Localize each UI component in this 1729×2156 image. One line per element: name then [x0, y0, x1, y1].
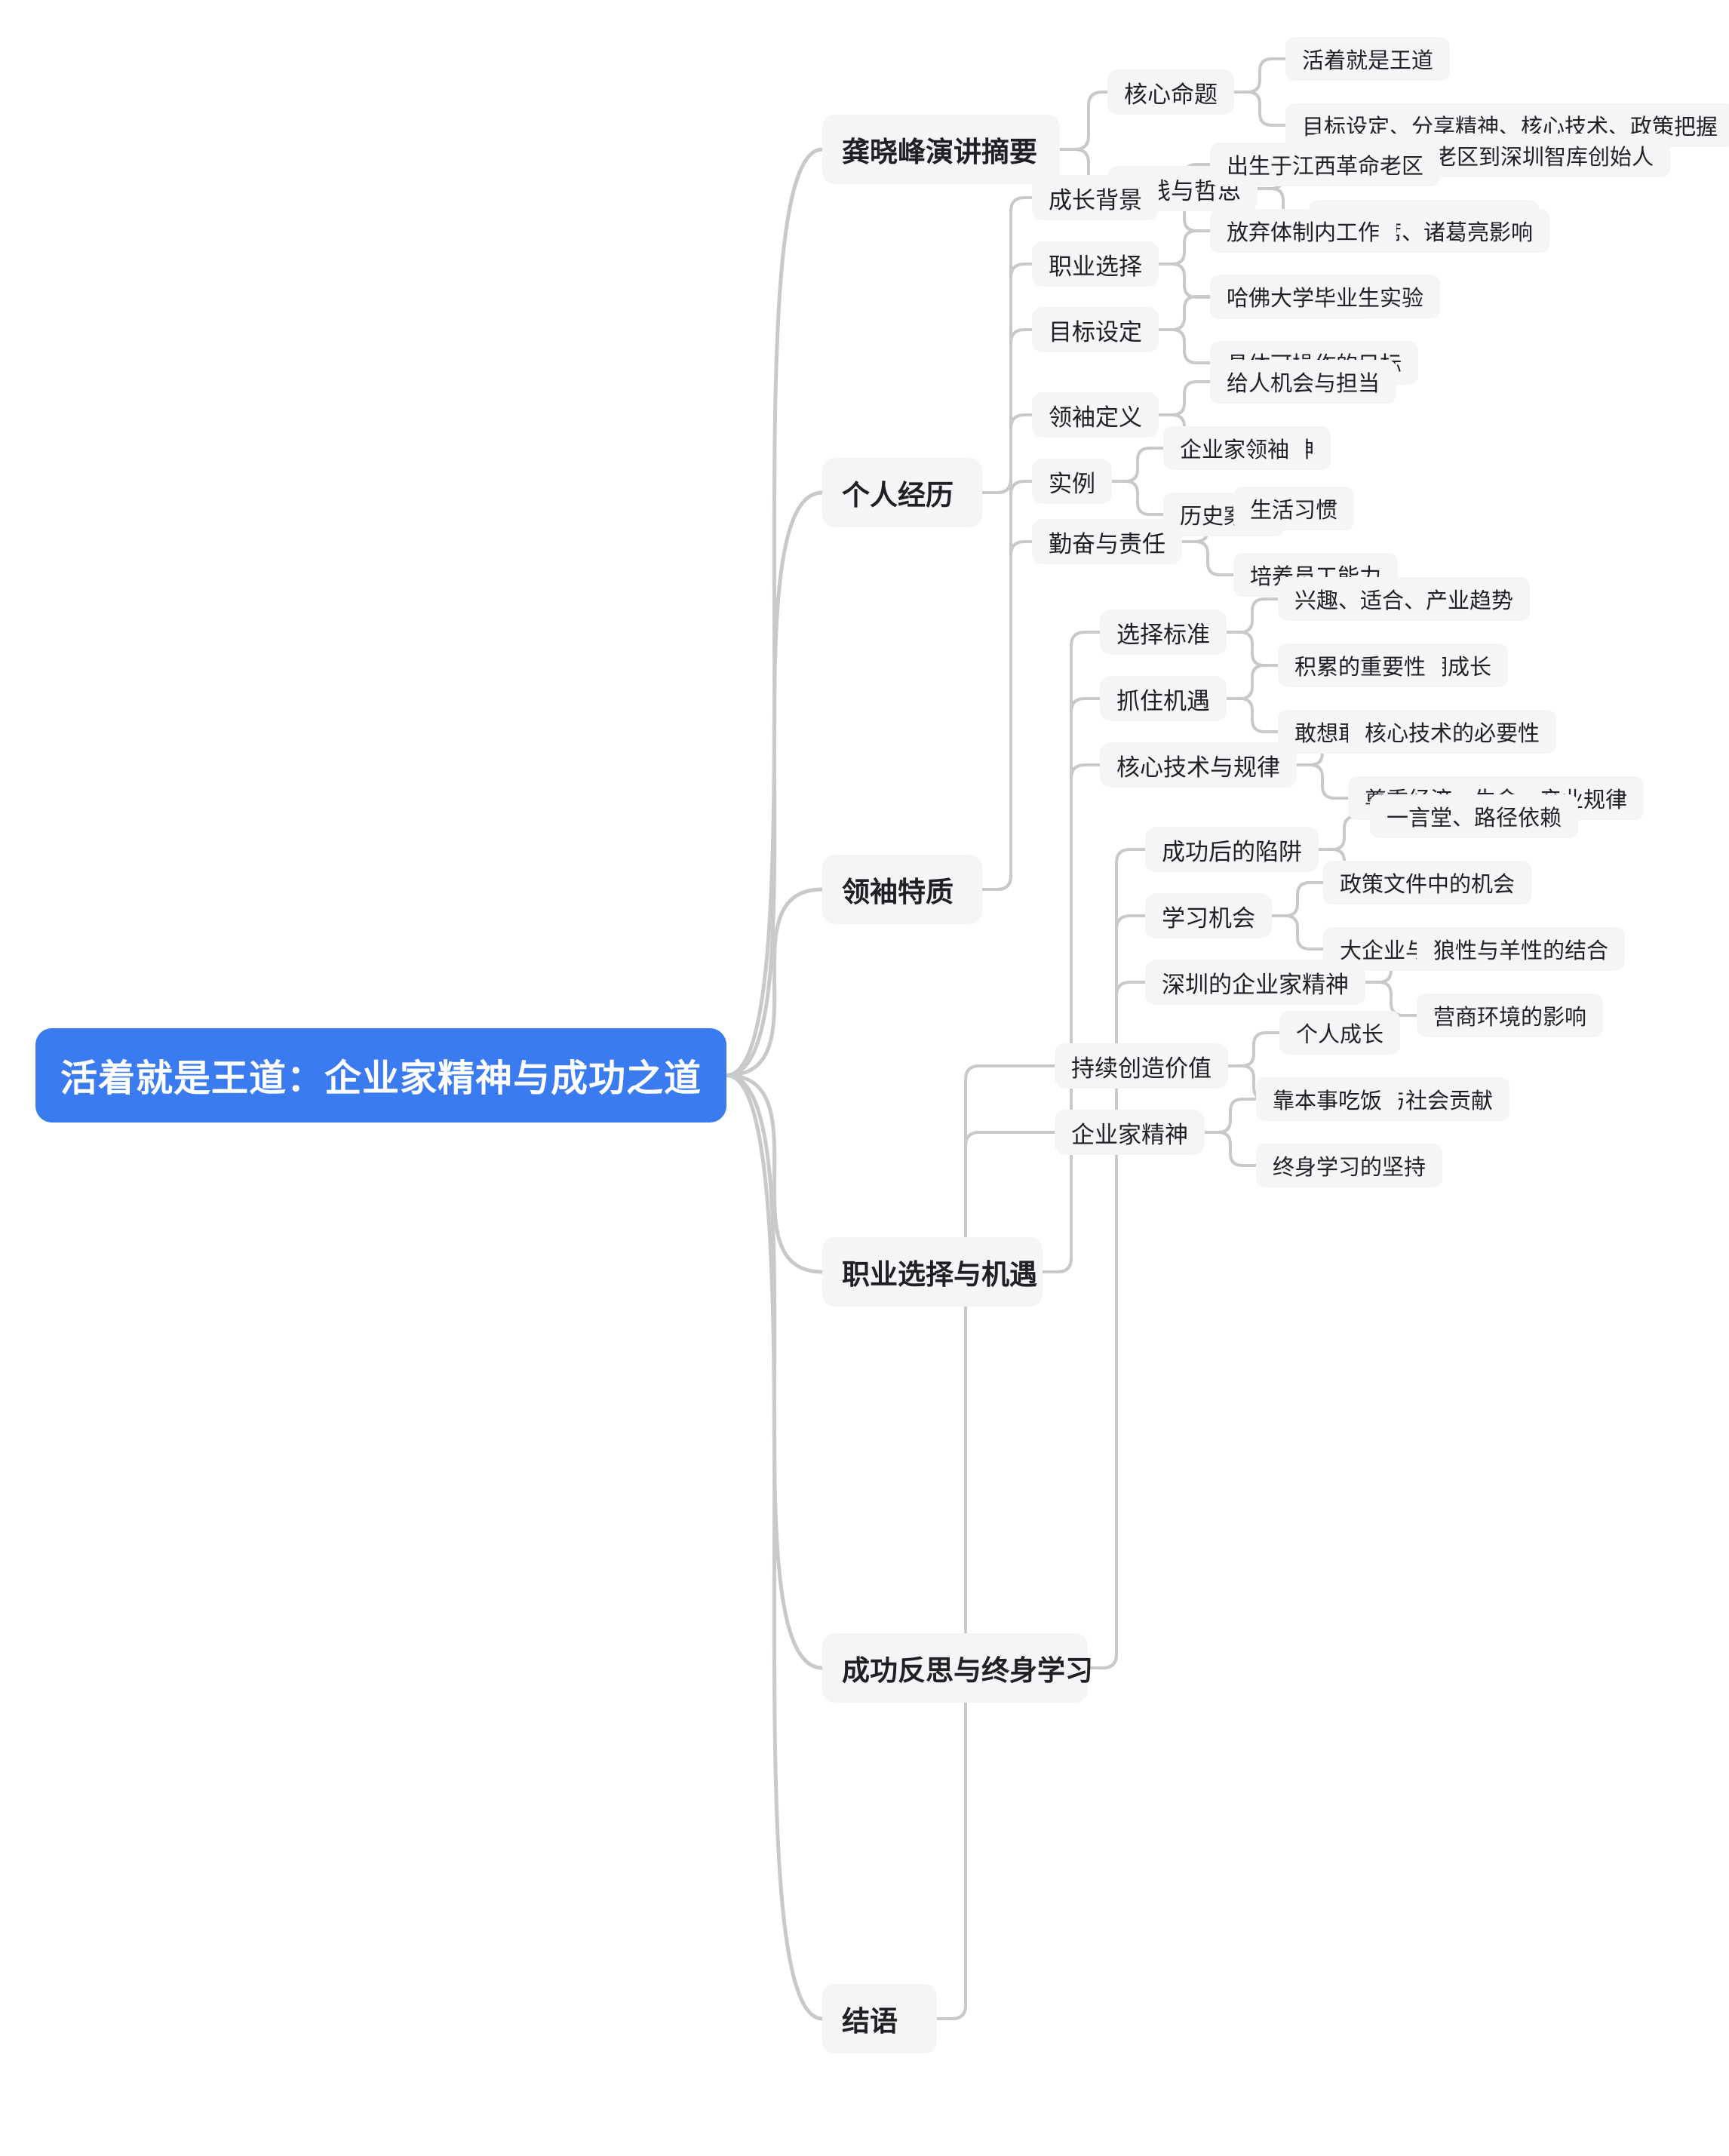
- node-label: 积累的重要性: [1294, 656, 1427, 680]
- leaf-node-5-1-1[interactable]: 一言堂、路径依赖: [1370, 794, 1578, 838]
- node-label: 选择标准: [1116, 621, 1210, 648]
- node-label: 狼性与羊性的结合: [1433, 939, 1609, 963]
- node-label: 结语: [842, 2006, 898, 2037]
- sub-node-6-2[interactable]: 企业家精神: [1055, 1110, 1205, 1155]
- leaf-node-6-1-1[interactable]: 个人成长: [1279, 1011, 1400, 1055]
- leaf-node-4-1-1[interactable]: 兴趣、适合、产业趋势: [1278, 577, 1530, 621]
- branch-node-2[interactable]: 个人经历: [822, 458, 982, 527]
- sub-node-2-2[interactable]: 职业选择: [1032, 241, 1159, 287]
- node-label: 龚晓峰演讲摘要: [842, 137, 1037, 167]
- leaf-node-3-3-1[interactable]: 生活习惯: [1233, 487, 1354, 530]
- node-label: 职业选择与机遇: [842, 1259, 1037, 1290]
- node-label: 靠本事吃饭: [1273, 1089, 1383, 1113]
- leaf-node-2-1-1[interactable]: 出生于江西革命老区: [1210, 143, 1440, 186]
- sub-node-2-3[interactable]: 目标设定: [1032, 307, 1159, 352]
- node-label: 持续创造价值: [1071, 1055, 1212, 1082]
- node-label: 成功反思与终身学习: [842, 1655, 1093, 1686]
- sub-node-3-1[interactable]: 领袖定义: [1032, 392, 1159, 438]
- node-label: 营商环境的影响: [1433, 1006, 1587, 1030]
- node-label: 核心命题: [1124, 81, 1218, 108]
- node-label: 个人成长: [1296, 1023, 1384, 1047]
- sub-node-1-1[interactable]: 核心命题: [1107, 69, 1234, 115]
- node-label: 抓住机遇: [1116, 687, 1210, 714]
- node-label: 终身学习的坚持: [1273, 1156, 1427, 1180]
- sub-node-5-2[interactable]: 学习机会: [1145, 893, 1272, 938]
- node-label: 给人机会与担当: [1227, 372, 1380, 396]
- node-label: 活着就是王道：企业家精神与成功之道: [60, 1058, 702, 1099]
- node-label: 活着就是王道: [1302, 49, 1434, 73]
- node-label: 目标设定: [1049, 318, 1142, 346]
- node-label: 成功后的陷阱: [1162, 838, 1302, 865]
- branch-node-6[interactable]: 结语: [822, 1984, 937, 2053]
- node-label: 核心技术与规律: [1116, 754, 1280, 781]
- leaf-node-3-1-1[interactable]: 给人机会与担当: [1210, 360, 1396, 404]
- leaf-node-5-2-1[interactable]: 政策文件中的机会: [1323, 861, 1531, 904]
- node-label: 兴趣、适合、产业趋势: [1294, 589, 1514, 613]
- leaf-node-3-2-1[interactable]: 企业家领袖: [1163, 426, 1306, 470]
- leaf-node-1-1-1[interactable]: 活着就是王道: [1285, 37, 1450, 81]
- branch-node-5[interactable]: 成功反思与终身学习: [822, 1633, 1093, 1703]
- sub-node-3-3[interactable]: 勤奋与责任: [1032, 519, 1182, 564]
- leaf-node-4-3-1[interactable]: 核心技术的必要性: [1348, 710, 1556, 754]
- node-label: 生活习惯: [1250, 499, 1338, 523]
- sub-node-4-1[interactable]: 选择标准: [1100, 610, 1227, 655]
- leaf-node-2-3-1[interactable]: 哈佛大学毕业生实验: [1210, 275, 1440, 318]
- node-label: 职业选择: [1049, 253, 1142, 280]
- sub-node-5-3[interactable]: 深圳的企业家精神: [1145, 960, 1365, 1005]
- leaf-node-4-2-1[interactable]: 积累的重要性: [1278, 643, 1442, 687]
- sub-node-4-3[interactable]: 核心技术与规律: [1100, 742, 1297, 788]
- sub-node-2-1[interactable]: 成长背景: [1032, 175, 1159, 220]
- node-label: 一言堂、路径依赖: [1387, 806, 1562, 831]
- leaf-node-5-3-1[interactable]: 狼性与羊性的结合: [1417, 927, 1625, 971]
- branch-node-1[interactable]: 龚晓峰演讲摘要: [822, 115, 1060, 184]
- node-label: 出生于江西革命老区: [1227, 155, 1424, 179]
- root-node[interactable]: 活着就是王道：企业家精神与成功之道: [35, 1028, 726, 1123]
- sub-node-4-2[interactable]: 抓住机遇: [1100, 676, 1227, 721]
- node-label: 学习机会: [1162, 904, 1255, 932]
- node-label: 企业家精神: [1071, 1121, 1188, 1148]
- node-label: 哈佛大学毕业生实验: [1227, 287, 1424, 311]
- branch-node-3[interactable]: 领袖特质: [822, 855, 982, 924]
- sub-node-6-1[interactable]: 持续创造价值: [1055, 1043, 1228, 1089]
- node-label: 实例: [1049, 470, 1095, 497]
- node-label: 放弃体制内工作: [1227, 221, 1380, 245]
- leaf-node-5-3-2[interactable]: 营商环境的影响: [1417, 994, 1603, 1037]
- leaf-node-2-2-1[interactable]: 放弃体制内工作: [1210, 209, 1396, 253]
- node-label: 核心技术的必要性: [1365, 722, 1540, 746]
- node-label: 深圳的企业家精神: [1162, 971, 1349, 998]
- node-label: 个人经历: [842, 480, 954, 511]
- leaf-node-6-2-2[interactable]: 终身学习的坚持: [1256, 1144, 1442, 1187]
- sub-node-5-1[interactable]: 成功后的陷阱: [1145, 827, 1319, 872]
- sub-node-3-2[interactable]: 实例: [1032, 459, 1112, 504]
- node-label: 企业家领袖: [1180, 438, 1290, 462]
- branch-node-4[interactable]: 职业选择与机遇: [822, 1237, 1043, 1307]
- leaf-node-6-2-1[interactable]: 靠本事吃饭: [1256, 1077, 1399, 1121]
- node-label: 政策文件中的机会: [1340, 873, 1516, 897]
- node-label: 勤奋与责任: [1049, 530, 1165, 557]
- node-label: 成长背景: [1049, 186, 1142, 213]
- node-label: 领袖定义: [1049, 404, 1142, 431]
- node-label: 领袖特质: [842, 877, 954, 908]
